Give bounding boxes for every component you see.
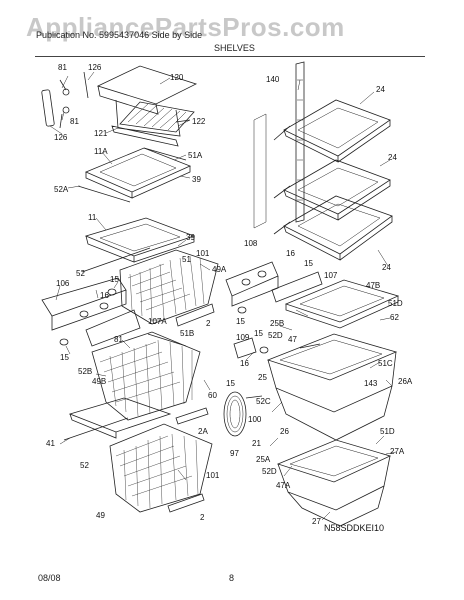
leader-lines <box>49 71 397 521</box>
glass-shelf-24-middle <box>273 159 391 221</box>
callout-62: 62 <box>390 313 399 322</box>
callout-25B: 25B <box>270 319 284 328</box>
callout-52: 52 <box>80 461 89 470</box>
publication-title: Publication No. 5995437046 Side by Side <box>36 30 203 40</box>
control-housing-106 <box>41 277 215 347</box>
callout-49: 49 <box>96 511 105 520</box>
callout-26A: 26A <box>398 377 413 386</box>
shelf-rail-140 <box>253 61 305 229</box>
callout-101: 101 <box>206 471 220 480</box>
shelf-41-basket-49 <box>63 397 213 513</box>
callout-15: 15 <box>226 379 235 388</box>
callout-49A: 49A <box>212 265 227 274</box>
callout-126: 126 <box>54 133 68 142</box>
callout-25A: 25A <box>256 455 271 464</box>
callout-26: 26 <box>280 427 289 436</box>
callout-126: 126 <box>88 63 102 72</box>
callout-49B: 49B <box>92 377 106 386</box>
control-housing-108 <box>225 261 323 314</box>
shelf-11A <box>77 147 192 203</box>
diagram-code: N58SDDKEI10 <box>324 523 385 533</box>
callout-47B: 47B <box>366 281 380 290</box>
callout-27A: 27A <box>390 447 405 456</box>
callout-60: 60 <box>208 391 217 400</box>
crisper-drawer-47 <box>266 333 398 441</box>
callout-39: 39 <box>192 175 201 184</box>
callout-21: 21 <box>252 439 261 448</box>
callout-16: 16 <box>240 359 249 368</box>
callout-24: 24 <box>382 263 391 272</box>
callout-140: 140 <box>266 75 280 84</box>
callout-47A: 47A <box>276 481 291 490</box>
callout-97: 97 <box>230 449 239 458</box>
glass-shelf-24-bottom <box>273 195 393 261</box>
callout-15: 15 <box>110 275 119 284</box>
callout-109: 109 <box>236 333 250 342</box>
watermark: AppliancePartsPros.com <box>26 12 345 42</box>
callout-24: 24 <box>376 85 385 94</box>
callout-52: 52 <box>76 269 85 278</box>
header-rule <box>35 56 425 57</box>
callout-122: 122 <box>192 117 206 126</box>
hinge-bracket-upper <box>41 71 89 129</box>
callout-52B: 52B <box>78 367 92 376</box>
callout-52D: 52D <box>262 467 277 476</box>
callout-11: 11 <box>88 213 97 222</box>
callout-51D: 51D <box>388 299 403 308</box>
crisper-cover-47B <box>284 279 400 329</box>
callout-51: 51 <box>182 255 191 264</box>
bracket-109 <box>233 337 269 359</box>
crisper-drawer-47A <box>276 439 392 527</box>
callout-25: 25 <box>258 373 267 382</box>
callout-51B: 51B <box>180 329 194 338</box>
callout-120: 120 <box>170 73 184 82</box>
callout-51D: 51D <box>380 427 395 436</box>
callout-16: 16 <box>100 291 109 300</box>
callout-81: 81 <box>114 335 123 344</box>
callout-52C: 52C <box>256 397 271 406</box>
footer-page-number: 8 <box>229 573 235 583</box>
callout-24: 24 <box>388 153 397 162</box>
callout-2: 2 <box>200 513 205 522</box>
heater-coil-97 <box>223 391 263 437</box>
callout-81: 81 <box>58 63 67 72</box>
callout-15: 15 <box>236 317 245 326</box>
callout-51A: 51A <box>188 151 203 160</box>
callout-108: 108 <box>244 239 258 248</box>
callout-41: 41 <box>46 439 55 448</box>
callout-107A: 107A <box>148 317 167 326</box>
callout-52D: 52D <box>268 331 283 340</box>
footer-date: 08/08 <box>38 573 61 583</box>
callout-2: 2 <box>206 319 211 328</box>
glass-shelf-24-top <box>273 99 391 163</box>
callout-100: 100 <box>248 415 262 424</box>
callout-2A: 2A <box>198 427 208 436</box>
callout-39: 39 <box>186 233 195 242</box>
callout-15: 15 <box>254 329 263 338</box>
callout-15: 15 <box>304 259 313 268</box>
callout-121: 121 <box>94 129 108 138</box>
callout-106: 106 <box>56 279 70 288</box>
callout-101: 101 <box>196 249 210 258</box>
callout-107: 107 <box>324 271 338 280</box>
tray-120 <box>96 65 198 147</box>
callout-labels: 81 126 120 81 126 121 122 11A 51A 52A 39… <box>46 63 413 526</box>
callout-47: 47 <box>288 335 297 344</box>
callout-51C: 51C <box>378 359 393 368</box>
header: AppliancePartsPros.com Publication No. 5… <box>0 0 464 60</box>
callout-52A: 52A <box>54 185 69 194</box>
callout-11A: 11A <box>94 147 108 156</box>
callout-81: 81 <box>70 117 79 126</box>
callout-16: 16 <box>286 249 295 258</box>
shelf-11-basket-49A <box>81 217 219 325</box>
callout-15: 15 <box>60 353 69 362</box>
basket-49B <box>91 331 209 425</box>
callout-143: 143 <box>364 379 378 388</box>
callout-27: 27 <box>312 517 321 526</box>
section-title: SHELVES <box>214 43 255 53</box>
